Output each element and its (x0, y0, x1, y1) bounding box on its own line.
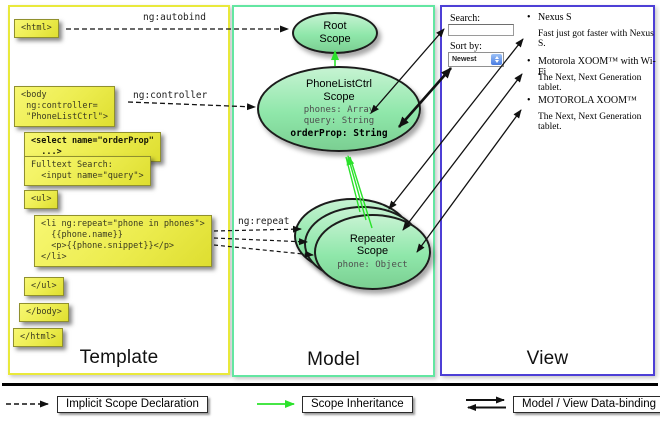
bullet-icon: • (527, 12, 531, 23)
list-item-title: Motorola XOOM™ with Wi-Fi (538, 56, 656, 78)
legend-separator-line (2, 383, 658, 386)
code-box-body-close: </body> (19, 303, 69, 323)
list-item-title: Nexus S (538, 12, 572, 23)
phonelistctrl-scope-ellipse: PhoneListCtrl Scope phones: Array query:… (257, 66, 421, 152)
legend-double-arrow (466, 396, 506, 411)
code-box-fulltext-search: Fulltext Search: <input name="query"> (24, 156, 151, 187)
ng-controller-label: ng:controller (133, 90, 208, 101)
template-panel-label: Template (79, 347, 159, 368)
root-scope-title: Root Scope (319, 20, 351, 45)
list-item-desc: The Next, Next Generation tablet. (538, 73, 642, 93)
sort-by-select[interactable]: Newest (448, 52, 504, 67)
repeater-scope-prop: phone: Object (337, 260, 408, 271)
code-box-html-open: <html> (14, 19, 59, 39)
legend-scope-inheritance: Scope Inheritance (302, 396, 413, 413)
select-stepper-icon (491, 54, 502, 65)
model-panel: Model (232, 5, 435, 377)
ng-repeat-label: ng:repeat (238, 216, 290, 227)
model-panel-label: Model (307, 349, 360, 370)
code-box-ul-open: <ul> (24, 190, 59, 210)
list-item-desc: The Next, Next Generation tablet. (538, 112, 642, 132)
code-box-body-open: <body ng:controller= "PhoneListCtrl"> (14, 86, 115, 128)
code-box-li-repeat: <li ng:repeat="phone in phones"> {{phone… (34, 215, 212, 268)
search-label: Search: (450, 13, 480, 24)
search-input[interactable] (448, 24, 514, 36)
legend-model-view-databinding: Model / View Data-binding (513, 396, 660, 413)
list-item-desc: Fast just got faster with Nexus S. (538, 29, 654, 49)
repeater-scope-ellipse: Repeater Scope phone: Object (314, 214, 431, 290)
list-item-title: MOTOROLA XOOM™ (538, 95, 637, 106)
phonelistctrl-scope-orderprop: orderProp: String (290, 127, 388, 139)
phonelistctrl-scope-props: phones: Array query: String (303, 105, 375, 127)
legend-implicit-scope-declaration: Implicit Scope Declaration (57, 396, 208, 413)
repeater-scope-title: Repeater Scope (349, 232, 396, 258)
bullet-icon: • (527, 95, 531, 106)
code-box-html-close: </html> (13, 328, 63, 348)
sort-by-label: Sort by: (450, 41, 482, 52)
root-scope-ellipse: Root Scope (292, 12, 378, 54)
sort-by-selected-value: Newest (452, 56, 477, 63)
phonelistctrl-scope-title: PhoneListCtrl Scope (305, 77, 373, 103)
bullet-icon: • (527, 56, 531, 67)
code-box-ul-close: </ul> (24, 277, 64, 297)
ng-autobind-label: ng:autobind (143, 12, 206, 23)
view-panel-label: View (526, 348, 569, 369)
